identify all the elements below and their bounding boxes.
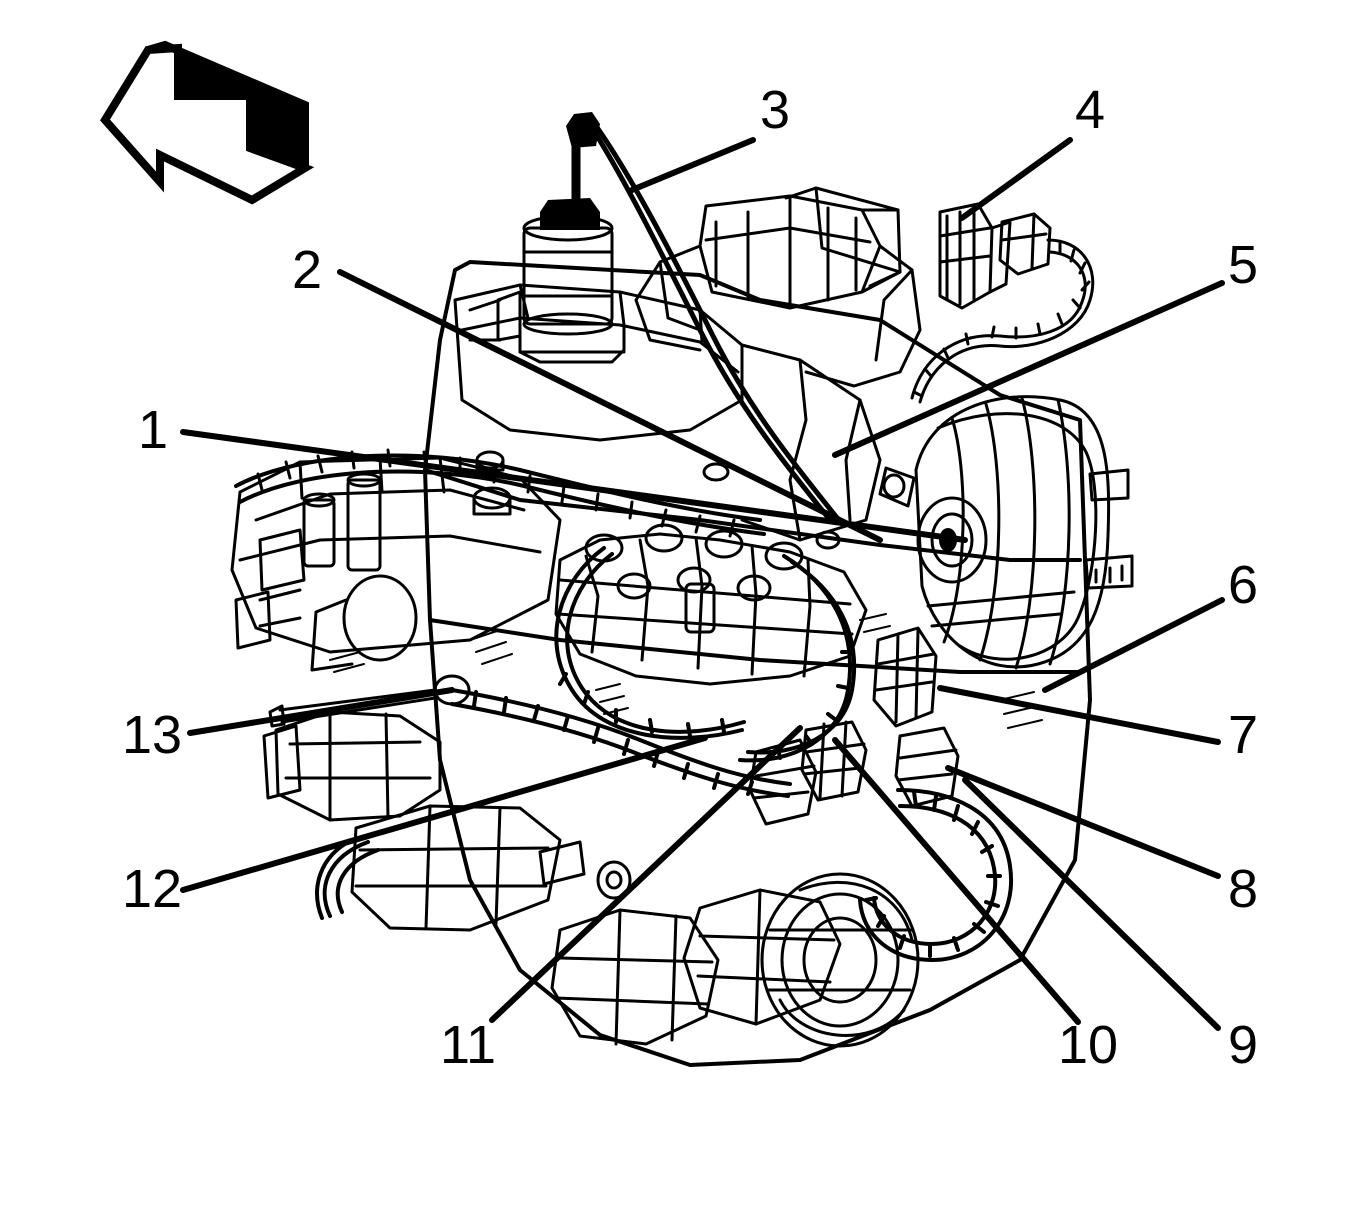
callout-label-11: 11 [440, 1015, 497, 1075]
accessory-drive-bracket [682, 888, 842, 1026]
wire-harness-loop [910, 238, 1095, 404]
left-bracket-cylinders [234, 472, 418, 672]
leader-line-12 [180, 735, 708, 893]
leader-line-13 [187, 687, 455, 736]
leader-line-2 [337, 269, 883, 543]
callout-label-5: 5 [1228, 235, 1259, 295]
callout-label-4: 4 [1075, 80, 1106, 140]
leader-line-8 [945, 765, 1221, 879]
callout-label-8: 8 [1228, 859, 1259, 919]
leader-line-1 [180, 429, 968, 543]
fuel-filter-canister [468, 112, 626, 364]
leader-line-5 [832, 280, 1225, 458]
callout-label-10: 10 [1058, 1015, 1119, 1075]
lower-connector-block-8 [894, 726, 960, 808]
lower-left-cover [550, 908, 720, 1046]
spark-plug-wires [554, 546, 857, 763]
connector-plug [998, 212, 1052, 276]
lower-coolant-hose [858, 788, 1014, 962]
callout-label-6: 6 [1228, 555, 1259, 615]
leader-line-9 [962, 777, 1221, 1031]
callout-label-12: 12 [122, 859, 183, 919]
casting-texture [329, 613, 1043, 729]
hardware-details [268, 450, 841, 900]
alternator [878, 395, 1134, 670]
engine-assembly-drawing [230, 112, 1134, 1067]
front-of-vehicle-arrow [100, 40, 315, 205]
callout-label-13: 13 [122, 705, 183, 765]
callout-label-7: 7 [1228, 705, 1259, 765]
crankshaft-pulley [760, 872, 920, 1048]
leader-line-10 [832, 737, 1081, 1025]
leader-line-11 [489, 725, 803, 1023]
sensor-block-10 [800, 720, 868, 802]
callout-label-3: 3 [760, 80, 791, 140]
leader-line-4 [959, 137, 1073, 221]
callout-label-1: 1 [138, 400, 169, 460]
throttle-body-assembly [634, 186, 922, 388]
center-ribbed-hose [450, 688, 792, 798]
ignition-coil-pack [554, 523, 868, 686]
left-valve-cover [230, 448, 766, 654]
leader-line-7 [937, 685, 1221, 745]
leader-lines [180, 137, 1225, 1031]
exhaust-manifold-left [262, 710, 442, 822]
callout-label-2: 2 [292, 240, 323, 300]
lower-connector-block-7 [872, 626, 938, 728]
callout-label-9: 9 [1228, 1015, 1259, 1075]
leader-line-3 [629, 137, 756, 193]
leader-line-6 [1042, 597, 1225, 693]
